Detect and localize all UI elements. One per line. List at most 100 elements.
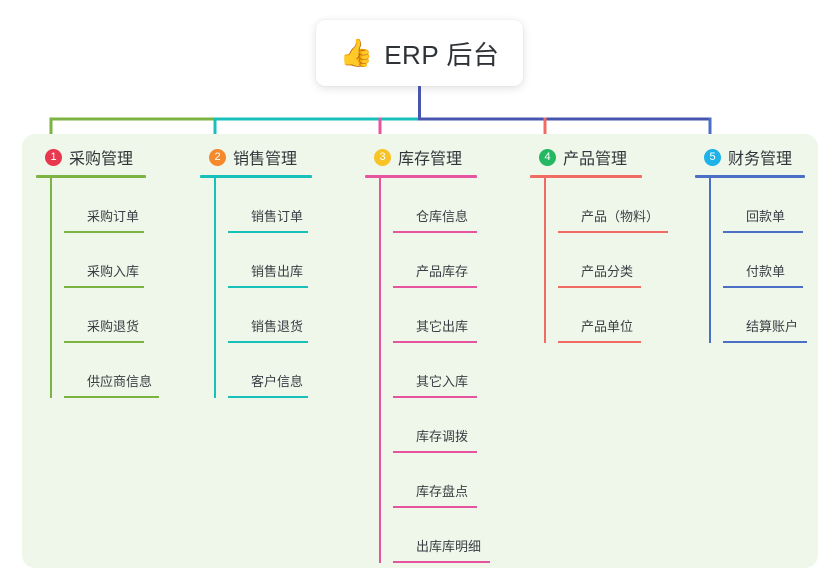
leaf-underline	[228, 341, 308, 343]
branch-items: 销售订单销售出库销售退货客户信息	[200, 178, 312, 398]
branch-column-5: 5 财务管理回款单付款单结算账户	[695, 146, 807, 343]
branch-number-badge: 4	[539, 148, 556, 166]
branch-spine	[50, 178, 52, 398]
leaf-label: 产品库存	[416, 264, 469, 279]
branch-spine	[709, 178, 711, 343]
leaf-underline	[393, 341, 477, 343]
branch-column-3: 3 库存管理仓库信息产品库存其它出库其它入库库存调拨库存盘点出库库明细	[365, 146, 490, 563]
leaf-label: 销售退货	[251, 319, 304, 334]
leaf-underline	[558, 286, 641, 288]
leaf-label: 付款单	[746, 264, 786, 279]
leaf-underline	[393, 451, 477, 453]
branch-number-badge: 3	[374, 148, 391, 166]
leaf-underline	[393, 506, 477, 508]
branch-items: 仓库信息产品库存其它出库其它入库库存调拨库存盘点出库库明细	[365, 178, 490, 563]
branch-header[interactable]: 3 库存管理	[365, 146, 477, 168]
branch-leaf-item[interactable]: 仓库信息	[379, 178, 477, 233]
leaf-label: 仓库信息	[416, 209, 469, 224]
branch-leaf-item[interactable]: 供应商信息	[50, 343, 159, 398]
branch-number-badge: 2	[209, 148, 226, 166]
branch-leaf-item[interactable]: 产品（物料）	[544, 178, 668, 233]
root-node[interactable]: 👍 ERP 后台	[316, 20, 523, 86]
branch-leaf-item[interactable]: 产品分类	[544, 233, 642, 288]
branch-number-badge: 5	[704, 148, 721, 166]
branch-leaf-item[interactable]: 产品库存	[379, 233, 477, 288]
leaf-label: 供应商信息	[87, 374, 153, 389]
leaf-underline	[393, 286, 477, 288]
leaf-label: 采购退货	[87, 319, 140, 334]
leaf-label: 销售订单	[251, 209, 304, 224]
branch-items: 产品（物料） 产品分类产品单位	[530, 178, 668, 343]
leaf-underline	[393, 561, 490, 563]
branch-title: 财务管理	[728, 151, 793, 168]
branch-title: 采购管理	[69, 151, 134, 168]
branch-leaf-item[interactable]: 库存盘点	[379, 453, 477, 508]
branch-underline	[530, 175, 642, 178]
leaf-underline	[64, 231, 144, 233]
branch-header[interactable]: 5 财务管理	[695, 146, 805, 168]
branch-leaf-item[interactable]: 采购订单	[50, 178, 146, 233]
leaf-underline	[228, 286, 308, 288]
branch-title: 销售管理	[233, 151, 298, 168]
leaf-underline	[64, 341, 144, 343]
branch-leaf-item[interactable]: 结算账户	[709, 288, 807, 343]
leaf-label: 回款单	[746, 209, 786, 224]
leaf-underline	[393, 396, 477, 398]
branch-leaf-item[interactable]: 库存调拨	[379, 398, 477, 453]
leaf-underline	[393, 231, 477, 233]
leaf-label: 其它出库	[416, 319, 469, 334]
branch-title: 库存管理	[398, 151, 463, 168]
leaf-label: 产品分类	[581, 264, 634, 279]
branch-leaf-item[interactable]: 采购退货	[50, 288, 146, 343]
leaf-underline	[558, 341, 641, 343]
branch-underline	[365, 175, 477, 178]
branch-header[interactable]: 1 采购管理	[36, 146, 146, 168]
leaf-label: 采购入库	[87, 264, 140, 279]
branch-spine	[379, 178, 381, 563]
branch-title: 产品管理	[563, 151, 628, 168]
leaf-underline	[228, 396, 308, 398]
branch-leaf-item[interactable]: 销售订单	[214, 178, 312, 233]
branch-leaf-item[interactable]: 付款单	[709, 233, 805, 288]
branch-underline	[695, 175, 805, 178]
leaf-label: 产品单位	[581, 319, 634, 334]
branch-spine	[214, 178, 216, 398]
leaf-label: 库存盘点	[416, 484, 469, 499]
branch-leaf-item[interactable]: 销售退货	[214, 288, 312, 343]
branch-leaf-item[interactable]: 其它出库	[379, 288, 477, 343]
thumbs-up-icon: 👍	[339, 37, 374, 68]
branch-spine	[544, 178, 546, 343]
branch-column-2: 2 销售管理销售订单销售出库销售退货客户信息	[200, 146, 312, 398]
leaf-label: 客户信息	[251, 374, 304, 389]
branch-leaf-item[interactable]: 产品单位	[544, 288, 642, 343]
branch-column-1: 1 采购管理采购订单采购入库采购退货供应商信息	[36, 146, 159, 398]
branch-underline	[36, 175, 146, 178]
leaf-label: 出库库明细	[416, 539, 482, 554]
branch-leaf-item[interactable]: 出库库明细	[379, 508, 490, 563]
branch-underline	[200, 175, 312, 178]
branch-leaf-item[interactable]: 销售出库	[214, 233, 312, 288]
leaf-label: 采购订单	[87, 209, 140, 224]
leaf-label: 产品（物料）	[581, 209, 660, 224]
branch-leaf-item[interactable]: 其它入库	[379, 343, 477, 398]
branch-header[interactable]: 2 销售管理	[200, 146, 312, 168]
leaf-underline	[723, 286, 803, 288]
leaf-label: 库存调拨	[416, 429, 469, 444]
branch-header[interactable]: 4 产品管理	[530, 146, 642, 168]
branches-panel	[22, 134, 818, 568]
branch-column-4: 4 产品管理产品（物料） 产品分类产品单位	[530, 146, 668, 343]
branch-leaf-item[interactable]: 回款单	[709, 178, 805, 233]
leaf-label: 其它入库	[416, 374, 469, 389]
leaf-label: 结算账户	[746, 319, 799, 334]
branch-leaf-item[interactable]: 采购入库	[50, 233, 146, 288]
leaf-underline	[723, 341, 807, 343]
leaf-label: 销售出库	[251, 264, 304, 279]
branch-items: 采购订单采购入库采购退货供应商信息	[36, 178, 159, 398]
leaf-underline	[228, 231, 308, 233]
leaf-underline	[558, 231, 668, 233]
branch-items: 回款单付款单结算账户	[695, 178, 807, 343]
branch-leaf-item[interactable]: 客户信息	[214, 343, 312, 398]
leaf-underline	[64, 396, 159, 398]
branch-number-badge: 1	[45, 148, 62, 166]
root-title: ERP 后台	[384, 39, 500, 70]
